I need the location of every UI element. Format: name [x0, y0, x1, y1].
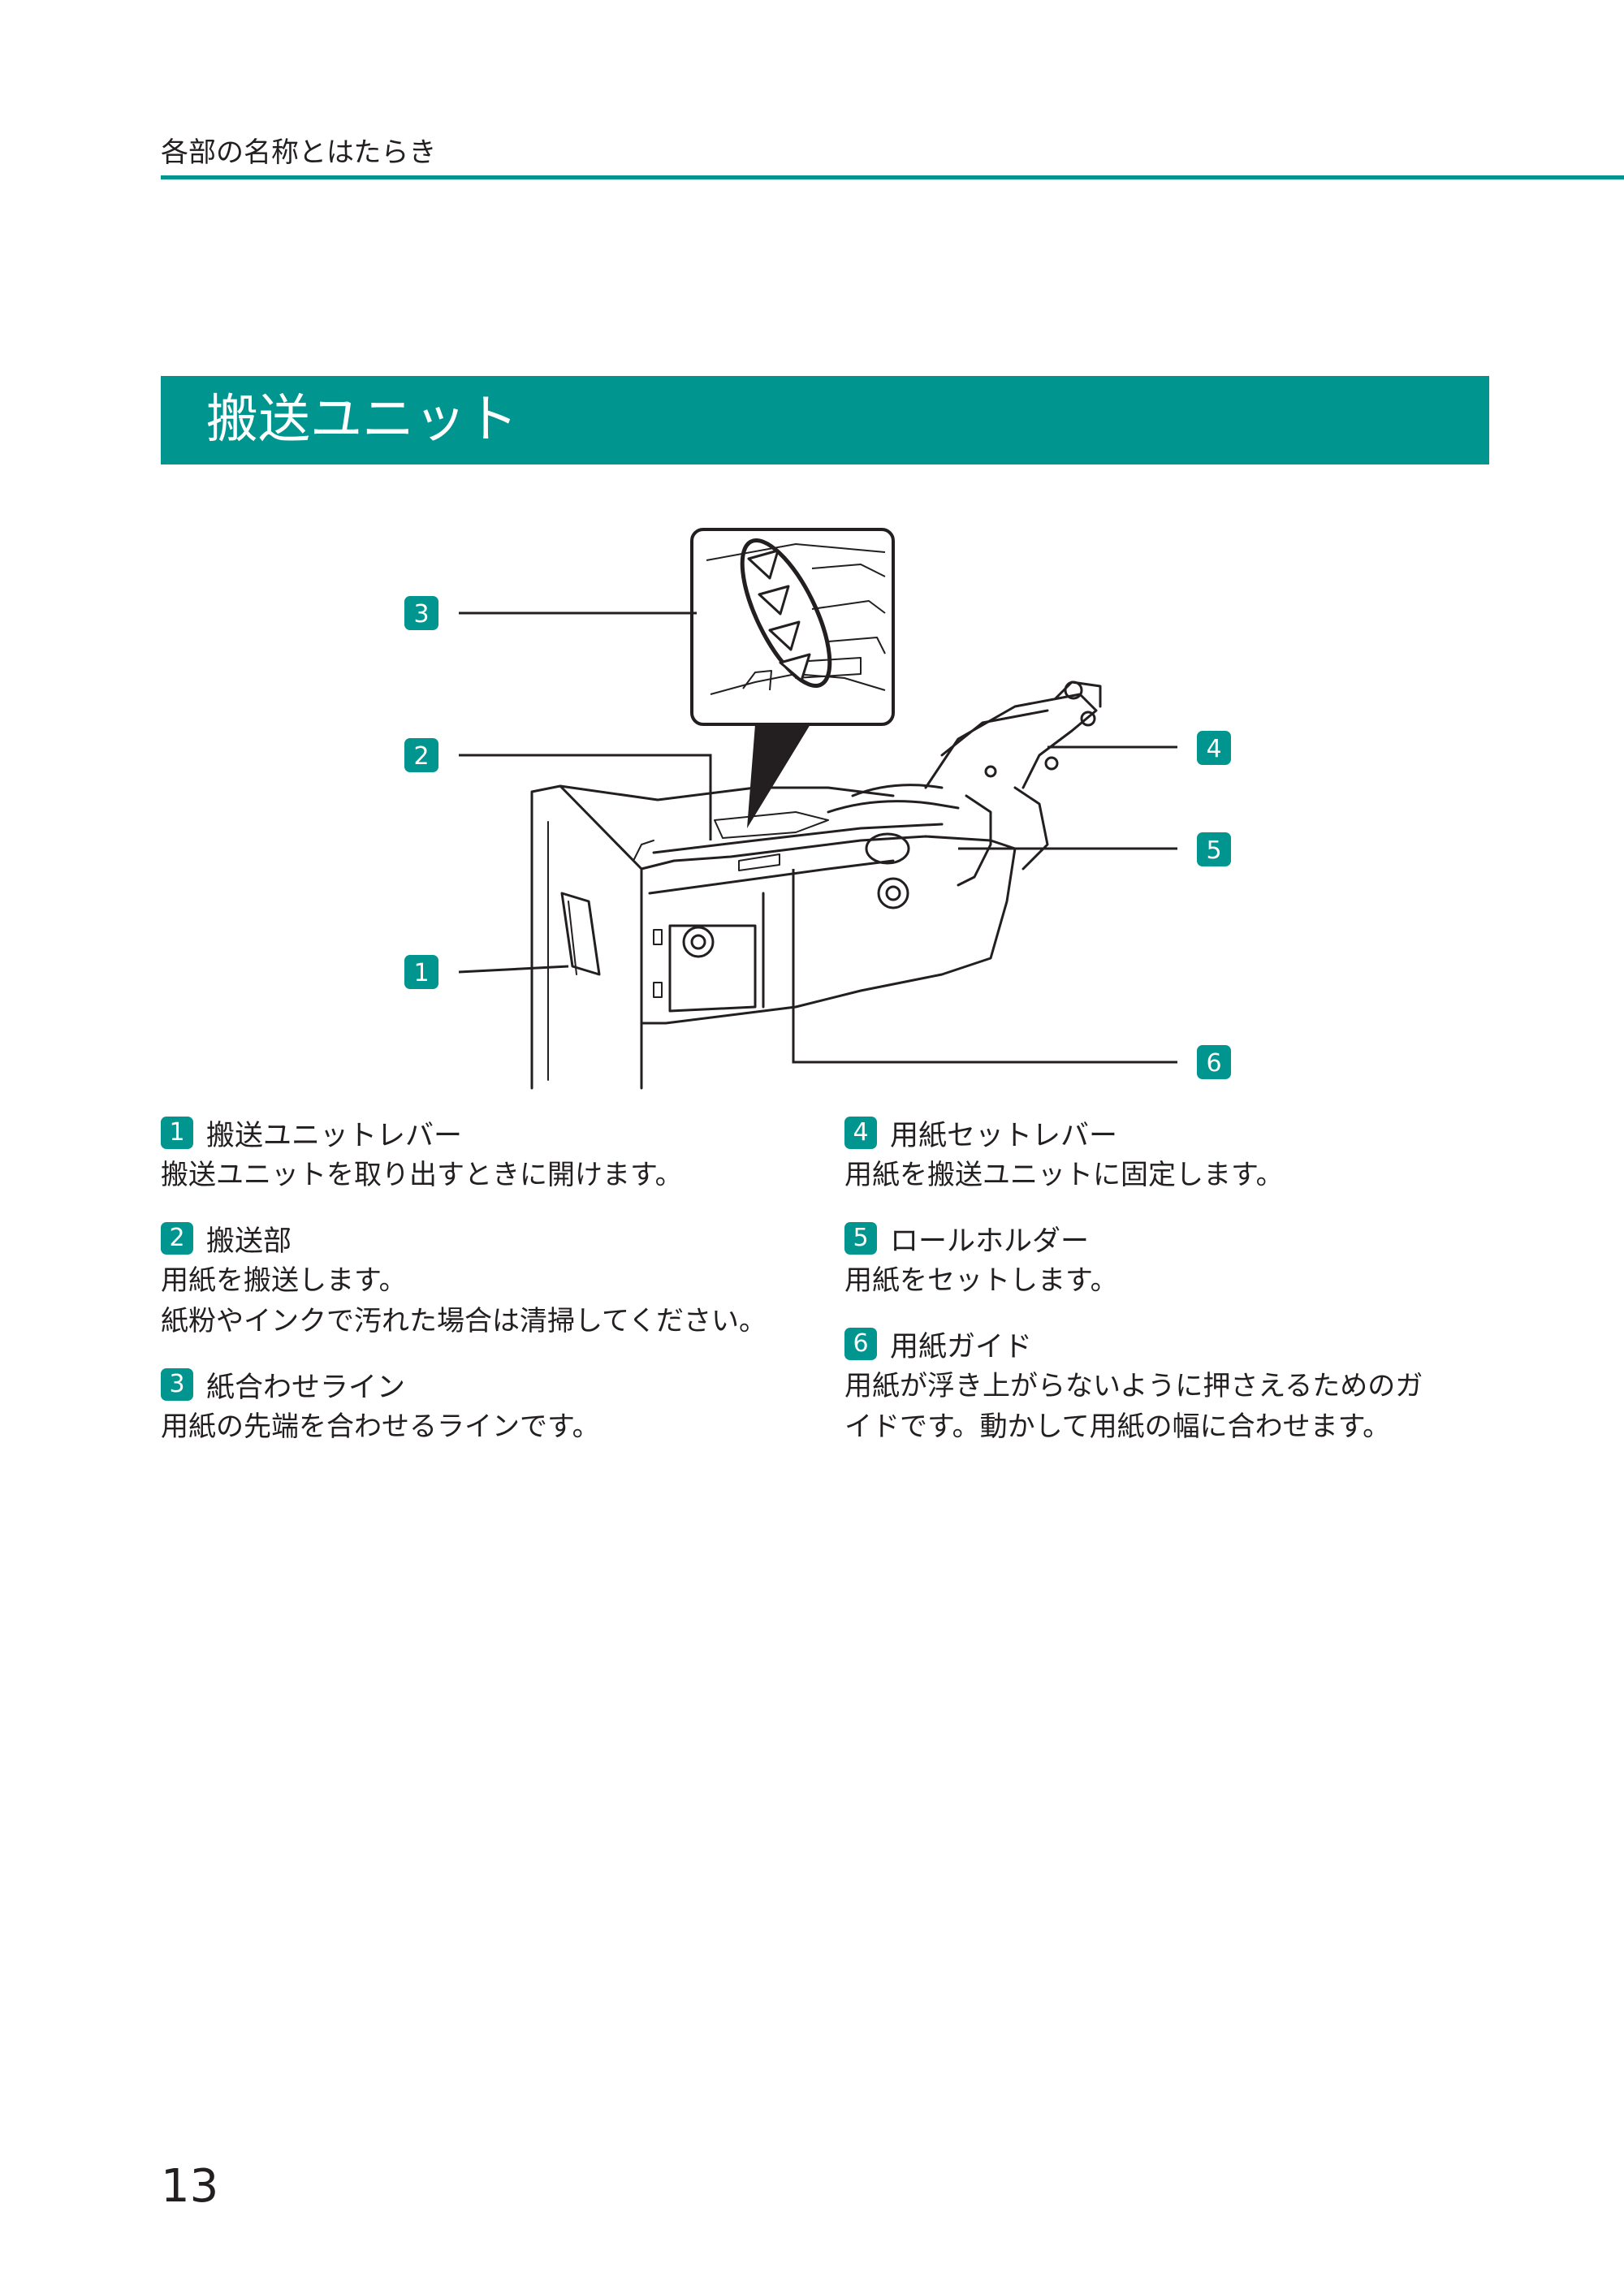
description-line: 紙粉やインクで汚れた場合は清掃してください。 — [161, 1305, 767, 1337]
part-item-6: 6 用紙ガイド 用紙が浮き上がらないように押さえるためのガ イドです。動かして用… — [844, 1325, 1494, 1447]
part-item-4: 4 用紙セットレバー 用紙を搬送ユニットに固定します。 — [844, 1114, 1494, 1195]
part-description: 用紙をセットします。 — [844, 1260, 1494, 1301]
header-rule — [161, 175, 1624, 179]
description-line: 用紙を搬送します。 — [161, 1264, 407, 1297]
parts-list-left: 1 搬送ユニットレバー 搬送ユニットを取り出すときに開けます。 2 搬送部 用紙… — [161, 1114, 810, 1471]
section-banner: 搬送ユニット — [161, 376, 1489, 464]
part-title: 紙合わせライン — [206, 1371, 406, 1404]
part-title: 用紙ガイド — [890, 1330, 1033, 1363]
part-number-badge: 2 — [161, 1222, 193, 1255]
description-line: 搬送ユニットを取り出すときに開けます。 — [161, 1159, 683, 1191]
illustration-svg: 3 2 1 4 5 6 — [404, 528, 1231, 1090]
transport-unit-illustration: 3 2 1 4 5 6 — [374, 520, 1267, 1096]
part-item-1: 1 搬送ユニットレバー 搬送ユニットを取り出すときに開けます。 — [161, 1114, 810, 1195]
description-line: 用紙をセットします。 — [844, 1264, 1118, 1297]
description-line: 用紙を搬送ユニットに固定します。 — [844, 1159, 1284, 1191]
part-title: 搬送ユニットレバー — [206, 1119, 463, 1152]
part-description: 用紙を搬送ユニットに固定します。 — [844, 1155, 1494, 1195]
part-description: 搬送ユニットを取り出すときに開けます。 — [161, 1155, 810, 1195]
part-title: 搬送部 — [206, 1225, 292, 1258]
part-number-badge: 5 — [844, 1222, 877, 1255]
section-title: 搬送ユニット — [206, 390, 518, 450]
description-line: 用紙の先端を合わせるラインです。 — [161, 1411, 600, 1443]
parts-list-right: 4 用紙セットレバー 用紙を搬送ユニットに固定します。 5 ロールホルダー 用紙… — [844, 1114, 1494, 1471]
callout-2: 2 — [413, 742, 429, 771]
part-description: 用紙が浮き上がらないように押さえるためのガ イドです。動かして用紙の幅に合わせま… — [844, 1366, 1494, 1447]
part-item-3: 3 紙合わせライン 用紙の先端を合わせるラインです。 — [161, 1366, 810, 1447]
part-description: 用紙の先端を合わせるラインです。 — [161, 1406, 810, 1447]
callout-6: 6 — [1206, 1049, 1221, 1078]
callout-4: 4 — [1206, 735, 1221, 763]
description-line: イドです。動かして用紙の幅に合わせます。 — [844, 1411, 1391, 1443]
callout-1: 1 — [413, 959, 429, 987]
part-description: 用紙を搬送します。 紙粉やインクで汚れた場合は清掃してください。 — [161, 1260, 810, 1341]
running-header: 各部の名称とはたらき — [161, 136, 437, 169]
part-title: 用紙セットレバー — [890, 1119, 1118, 1152]
part-title: ロールホルダー — [890, 1225, 1090, 1258]
part-item-5: 5 ロールホルダー 用紙をセットします。 — [844, 1220, 1494, 1301]
part-number-badge: 3 — [161, 1368, 193, 1401]
page-number: 13 — [161, 2160, 219, 2213]
description-line: 用紙が浮き上がらないように押さえるためのガ — [844, 1370, 1423, 1402]
part-number-badge: 6 — [844, 1328, 877, 1360]
part-number-badge: 1 — [161, 1117, 193, 1149]
callout-5: 5 — [1206, 836, 1221, 865]
callout-3: 3 — [413, 600, 429, 629]
part-number-badge: 4 — [844, 1117, 877, 1149]
part-item-2: 2 搬送部 用紙を搬送します。 紙粉やインクで汚れた場合は清掃してください。 — [161, 1220, 810, 1341]
